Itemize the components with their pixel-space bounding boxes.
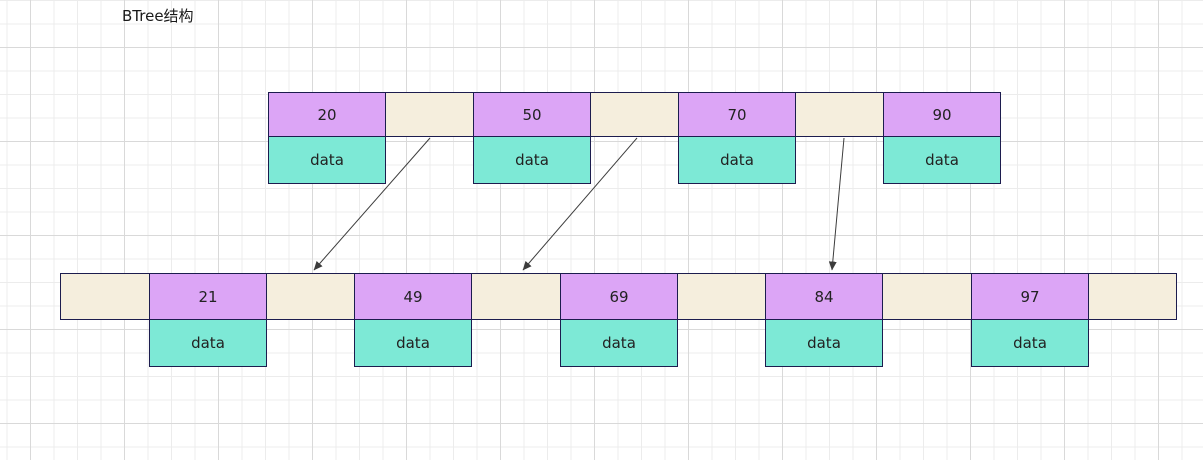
key-cell[interactable]: 49: [354, 273, 472, 320]
pointer-cell[interactable]: [471, 273, 561, 320]
data-cell[interactable]: data: [883, 136, 1001, 184]
key-cell[interactable]: 21: [149, 273, 267, 320]
key-cell[interactable]: 69: [560, 273, 678, 320]
pointer-cell[interactable]: [590, 92, 679, 137]
key-cell[interactable]: 84: [765, 273, 883, 320]
pointer-cell[interactable]: [266, 273, 355, 320]
data-cell[interactable]: data: [971, 319, 1089, 367]
pointer-cell[interactable]: [677, 273, 766, 320]
pointer-cell[interactable]: [60, 273, 150, 320]
data-cell[interactable]: data: [149, 319, 267, 367]
pointer-cell[interactable]: [385, 92, 474, 137]
data-cell[interactable]: data: [354, 319, 472, 367]
pointer-cell[interactable]: [795, 92, 884, 137]
key-cell[interactable]: 50: [473, 92, 591, 137]
data-cell[interactable]: data: [765, 319, 883, 367]
pointer-cell[interactable]: [882, 273, 972, 320]
pointer-cell[interactable]: [1088, 273, 1177, 320]
key-cell[interactable]: 20: [268, 92, 386, 137]
data-cell[interactable]: data: [678, 136, 796, 184]
data-cell[interactable]: data: [473, 136, 591, 184]
key-cell[interactable]: 70: [678, 92, 796, 137]
data-cell[interactable]: data: [268, 136, 386, 184]
data-cell[interactable]: data: [560, 319, 678, 367]
key-cell[interactable]: 97: [971, 273, 1089, 320]
diagram-title: BTree结构: [122, 7, 194, 25]
key-cell[interactable]: 90: [883, 92, 1001, 137]
